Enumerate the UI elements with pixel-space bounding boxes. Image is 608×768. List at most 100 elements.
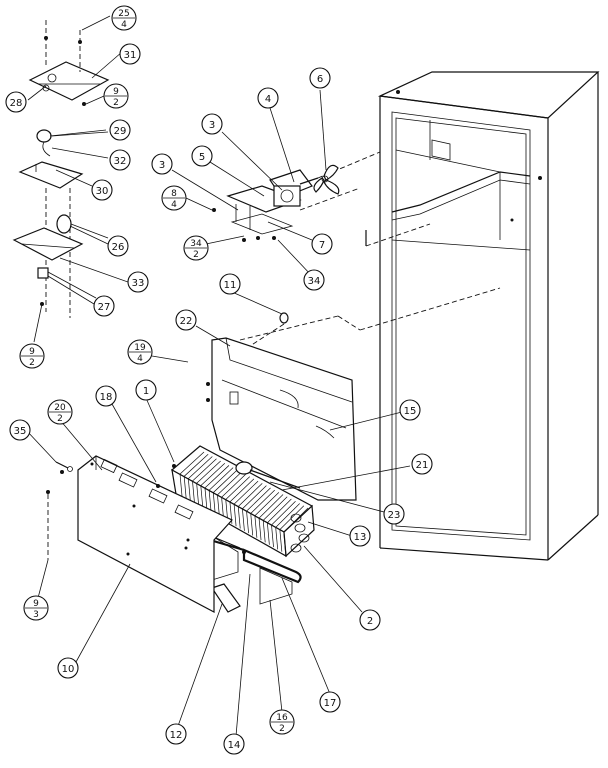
evaporator-fin xyxy=(283,507,309,533)
callout-22-label: 22 xyxy=(180,316,193,327)
callout-29: 29 xyxy=(109,119,131,141)
evaporator-fin-edge xyxy=(183,476,187,499)
evaporator-tubes xyxy=(235,461,310,553)
fraction-callout-34-2: 34 2 xyxy=(183,235,209,261)
evaporator-fin xyxy=(217,471,242,496)
evaporator-fin xyxy=(271,501,296,526)
evaporator-fin-edge xyxy=(237,506,241,529)
evaporator-cover xyxy=(206,223,501,501)
callout-23-label: 23 xyxy=(388,510,401,521)
fraction-callout-9-2-left: 9 2 xyxy=(19,343,45,369)
callout-1: 1 xyxy=(135,379,157,401)
evaporator-fin xyxy=(242,485,267,510)
callout-29-label: 29 xyxy=(114,126,127,137)
fraction-20-2-den: 2 xyxy=(57,414,63,424)
relay-cover xyxy=(18,161,84,318)
fraction-20-2-num: 20 xyxy=(54,403,66,413)
callout-11: 11 xyxy=(219,273,241,295)
cord-clip xyxy=(37,267,97,306)
evaporator-fin xyxy=(179,451,205,475)
evaporator-fin xyxy=(204,465,230,489)
callout-26-label: 26 xyxy=(112,242,125,253)
callout-10-label: 10 xyxy=(62,664,75,675)
evaporator-fin-edge xyxy=(187,478,191,501)
callout-10: 10 xyxy=(57,657,79,679)
evaporator-fin xyxy=(233,480,259,505)
evaporator-fin-edge xyxy=(200,485,204,508)
evaporator-fin xyxy=(221,474,246,498)
fraction-callout-25-4: 25 4 xyxy=(111,5,137,31)
evaporator-fin-edge xyxy=(267,522,270,545)
evaporator-fin-edge xyxy=(254,515,258,538)
callout-4-label: 4 xyxy=(265,94,271,105)
evaporator-fin-edge xyxy=(246,511,249,534)
evaporator-fin xyxy=(208,467,234,491)
evaporator-fins xyxy=(179,451,309,555)
refrigerator-cabinet xyxy=(377,71,600,561)
evaporator-fin-edge xyxy=(208,490,212,513)
evaporator-fin xyxy=(267,498,292,523)
callout-34: 34 xyxy=(303,269,325,291)
callout-28: 28 xyxy=(5,91,27,113)
fraction-9-2-top-num: 9 xyxy=(113,87,119,97)
fraction-19-4-den: 4 xyxy=(137,354,143,364)
callout-34-label: 34 xyxy=(308,276,321,287)
evaporator-fin-edge xyxy=(179,473,183,497)
fraction-9-3-den: 3 xyxy=(33,610,39,620)
evaporator-fin-edge xyxy=(242,508,245,531)
evaporator-fin xyxy=(250,489,275,514)
callout-27-label: 27 xyxy=(98,302,111,313)
callout-35: 35 xyxy=(9,419,31,441)
evaporator-fin-edge xyxy=(279,529,283,552)
callout-13-label: 13 xyxy=(354,532,367,543)
fraction-callout-9-3: 9 3 xyxy=(23,595,49,621)
evaporator-fin xyxy=(192,458,217,482)
callout-14: 14 xyxy=(223,733,245,755)
fraction-callout-8-4: 8 4 xyxy=(161,185,187,211)
callout-2-label: 2 xyxy=(367,616,373,627)
callout-22: 22 xyxy=(175,309,197,331)
relay-bracket-assembly xyxy=(28,20,110,106)
callout-3a-label: 3 xyxy=(209,120,215,131)
evaporator-fin-edge xyxy=(275,527,279,550)
callout-15-label: 15 xyxy=(404,406,417,417)
evaporator-fin xyxy=(225,476,251,500)
callout-30: 30 xyxy=(91,179,113,201)
screw-35 xyxy=(46,461,73,560)
callout-7-label: 7 xyxy=(319,240,325,251)
fraction-16-2-den: 2 xyxy=(279,724,285,734)
fraction-34-2-num: 34 xyxy=(190,239,202,249)
callout-32-label: 32 xyxy=(114,156,127,167)
evaporator-fin xyxy=(213,469,238,493)
callout-2: 2 xyxy=(359,609,381,631)
callout-14-label: 14 xyxy=(228,740,241,751)
callout-27: 27 xyxy=(93,295,115,317)
evaporator-fin-edge xyxy=(196,483,199,506)
callout-13: 13 xyxy=(349,525,371,547)
fraction-9-2-top-den: 2 xyxy=(113,98,119,108)
evaporator-fin-edge xyxy=(262,520,266,543)
callout-23: 23 xyxy=(383,503,405,525)
evaporator-fin-edge xyxy=(283,531,287,555)
fraction-34-2-den: 2 xyxy=(193,250,199,260)
callout-6-label: 6 xyxy=(317,74,323,85)
evaporator-fin-edge xyxy=(271,525,274,548)
fraction-9-2-left-num: 9 xyxy=(29,347,35,357)
fraction-callout-19-4: 19 4 xyxy=(127,339,153,365)
callout-15: 15 xyxy=(399,399,421,421)
evaporator-fin-edge xyxy=(204,487,208,510)
callout-18-label: 18 xyxy=(100,392,113,403)
fraction-callout-9-2-top: 9 2 xyxy=(103,83,129,109)
fraction-8-4-num: 8 xyxy=(171,189,177,199)
evaporator-fin-edge xyxy=(212,492,216,515)
callout-28-label: 28 xyxy=(10,98,23,109)
callout-6: 6 xyxy=(309,67,331,89)
fan-blade xyxy=(313,164,340,195)
evaporator-fin-edge xyxy=(192,480,195,503)
callout-33-label: 33 xyxy=(132,278,145,289)
evaporator-fin xyxy=(200,462,226,486)
callout-21-label: 21 xyxy=(416,460,429,471)
callout-3b: 3 xyxy=(151,153,173,175)
callout-12-label: 12 xyxy=(170,730,183,741)
